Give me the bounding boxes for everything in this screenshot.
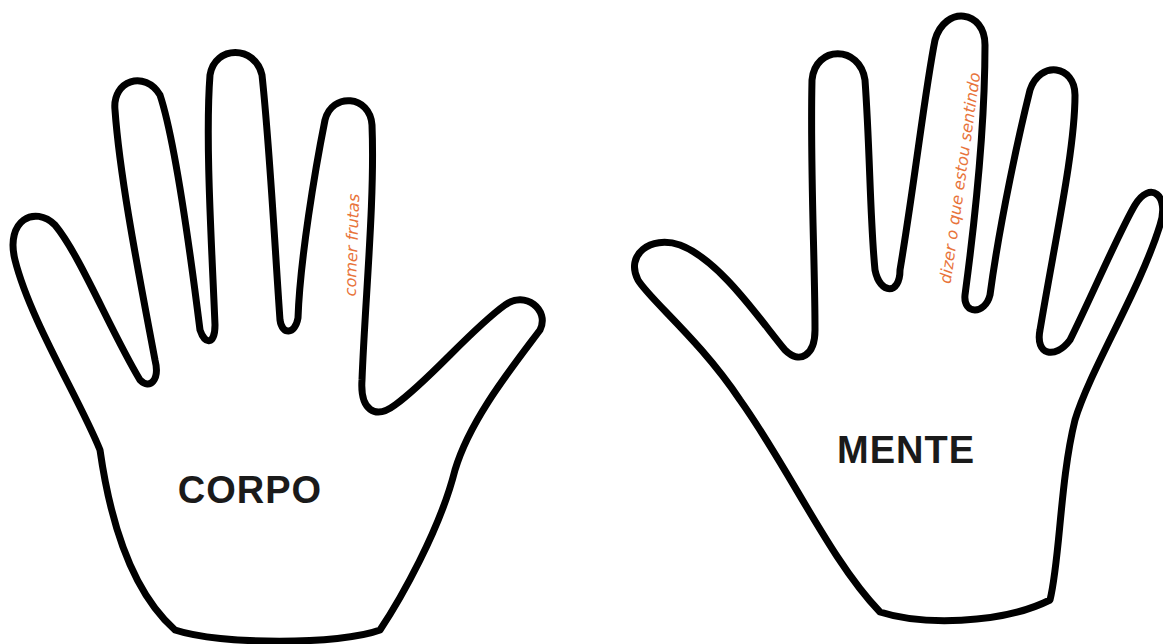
hand-title: CORPO — [178, 469, 322, 512]
hand-outline: MENTEdizer o que estou sentindo — [600, 0, 1163, 644]
hand-shape — [600, 0, 1163, 644]
hand-path — [634, 16, 1162, 620]
hand-title: MENTE — [837, 429, 975, 472]
hand-shape — [0, 40, 560, 644]
hand-path — [13, 53, 542, 642]
hand-outline: CORPO comer frutas — [0, 40, 560, 644]
finger-note: comer frutas — [341, 193, 364, 296]
